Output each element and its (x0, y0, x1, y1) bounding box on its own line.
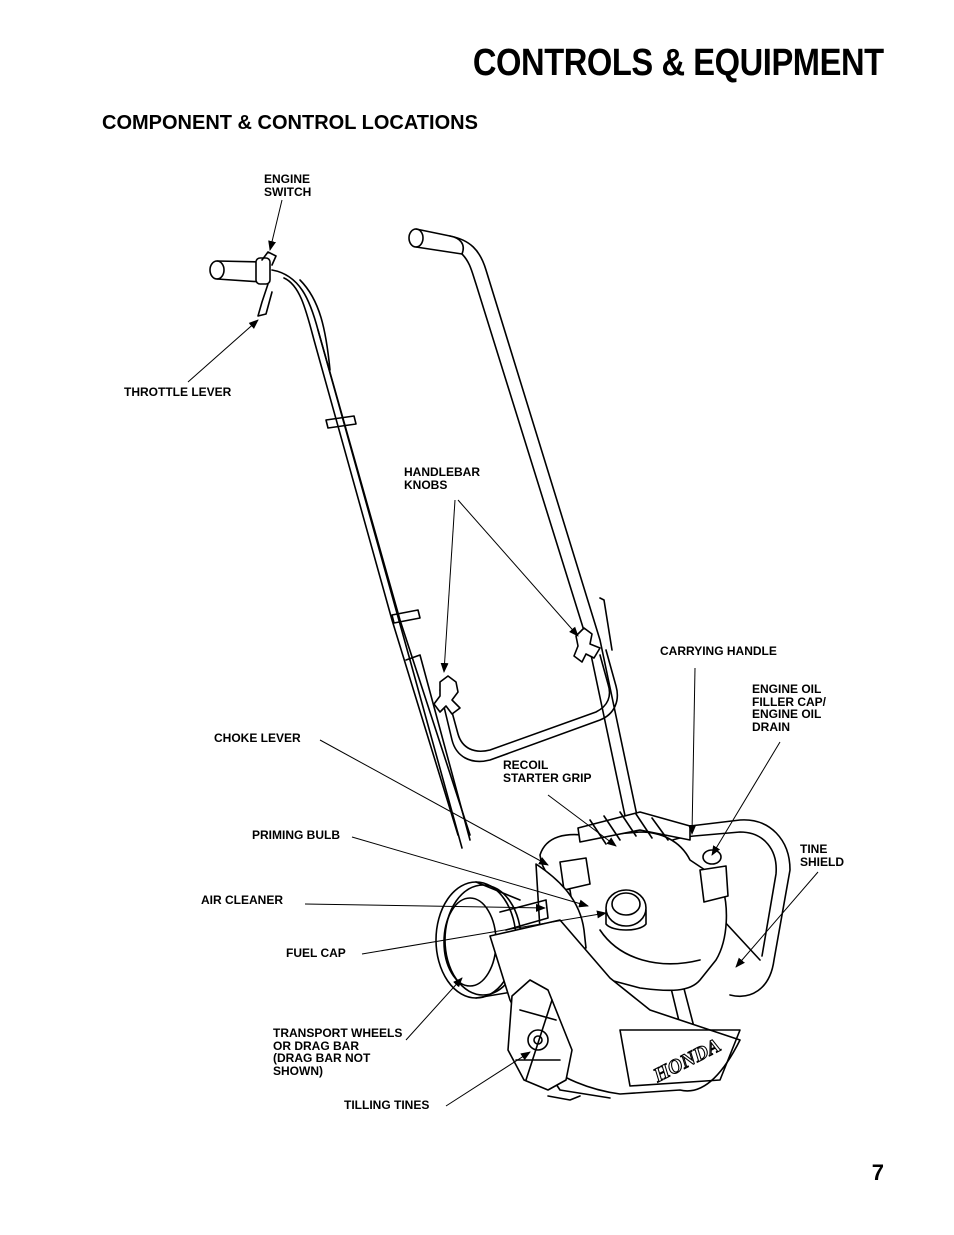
right-handle-grip (408, 228, 641, 831)
tilling-tines (507, 979, 581, 1101)
label-recoil-starter: RECOIL STARTER GRIP (503, 758, 592, 785)
leader-lines (187, 199, 819, 1107)
leader-tilling-tines (445, 1051, 531, 1107)
handlebar-knob-right (573, 627, 601, 663)
leader-fuel-cap (361, 910, 607, 955)
label-fuel-cap: FUEL CAP (286, 946, 346, 960)
label-engine-oil: ENGINE OIL FILLER CAP/ ENGINE OIL DRAIN (752, 682, 826, 734)
leader-transport-wheels (405, 977, 463, 1041)
handlebar-knob-left (433, 675, 461, 715)
leader-recoil-starter (547, 794, 617, 847)
label-engine-switch: ENGINE SWITCH (264, 172, 312, 199)
label-tine-shield: TINE SHIELD (800, 842, 845, 869)
leader-carrying-handle (688, 667, 697, 835)
tiller-illustration (209, 228, 791, 1101)
label-tilling-tines: TILLING TINES (344, 1098, 430, 1112)
label-carrying-handle: CARRYING HANDLE (660, 644, 777, 658)
leader-handlebar-knob-right (457, 499, 579, 637)
label-throttle-lever: THROTTLE LEVER (124, 385, 232, 399)
label-priming-bulb: PRIMING BULB (252, 828, 340, 842)
left-handlebar-tube (271, 269, 471, 849)
handlebar-crossbar (439, 649, 619, 763)
leader-engine-oil (711, 741, 781, 856)
leader-handlebar-knob-left (440, 499, 456, 673)
leader-engine-switch (268, 199, 283, 251)
left-handle-grip (209, 251, 277, 317)
page-number: 7 (871, 1160, 884, 1185)
section-heading: COMPONENT & CONTROL LOCATIONS (102, 112, 478, 134)
leader-throttle-lever (187, 319, 259, 383)
leader-tine-shield (735, 871, 819, 968)
page-title: CONTROLS & EQUIPMENT (473, 42, 884, 84)
label-choke-lever: CHOKE LEVER (214, 731, 301, 745)
fuel-cap (605, 889, 647, 931)
label-handlebar-knobs: HANDLEBAR KNOBS (404, 465, 480, 492)
label-air-cleaner: AIR CLEANER (201, 893, 284, 907)
leader-choke-lever (319, 739, 549, 866)
leader-priming-bulb (351, 836, 589, 908)
leader-air-cleaner (304, 903, 546, 912)
label-transport-wheels: TRANSPORT WHEELS OR DRAG BAR (DRAG BAR N… (273, 1026, 403, 1078)
